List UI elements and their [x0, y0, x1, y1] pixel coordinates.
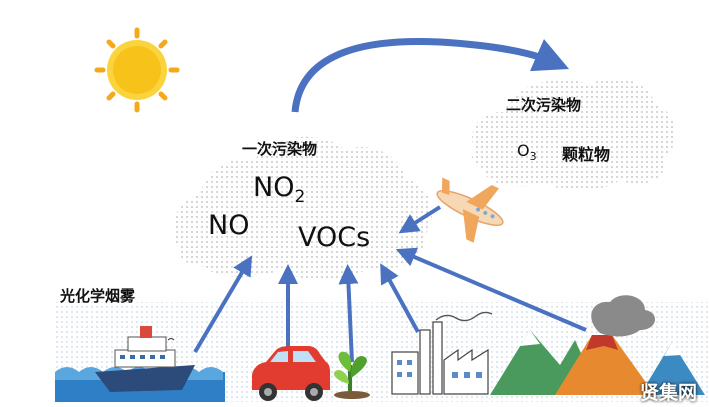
factory-icon: [391, 311, 493, 395]
watermark: 贤集网: [640, 382, 698, 404]
secondary-pollutant-cloud: [471, 77, 676, 191]
arrow-from-volcano: [395, 247, 587, 332]
no-label: NO: [208, 210, 250, 241]
arrow-from-factory: [380, 263, 420, 333]
ship-icon: [95, 326, 195, 392]
primary-pollutants-label: 一次污染物: [242, 140, 318, 158]
smog-title: 光化学烟雾: [60, 287, 136, 305]
car-icon: [252, 346, 330, 401]
airplane-icon: [436, 177, 504, 243]
secondary-pollutants-label: 二次污染物: [506, 96, 582, 114]
arrow-from-plant: [338, 264, 359, 363]
sun-icon: [94, 27, 180, 113]
vocs-label: VOCs: [298, 222, 371, 253]
arrow-from-airplane: [398, 205, 442, 234]
ozone-label: O3: [517, 141, 537, 163]
no2-label: NO2: [253, 172, 306, 207]
arrow-from-ship: [193, 255, 253, 354]
plant-icon: [333, 351, 370, 399]
primary-pollutant-cloud: [172, 136, 433, 280]
conversion-arrow: [291, 37, 570, 113]
volcano-icon: [555, 295, 656, 395]
particulates-label: 颗粒物: [562, 145, 611, 164]
